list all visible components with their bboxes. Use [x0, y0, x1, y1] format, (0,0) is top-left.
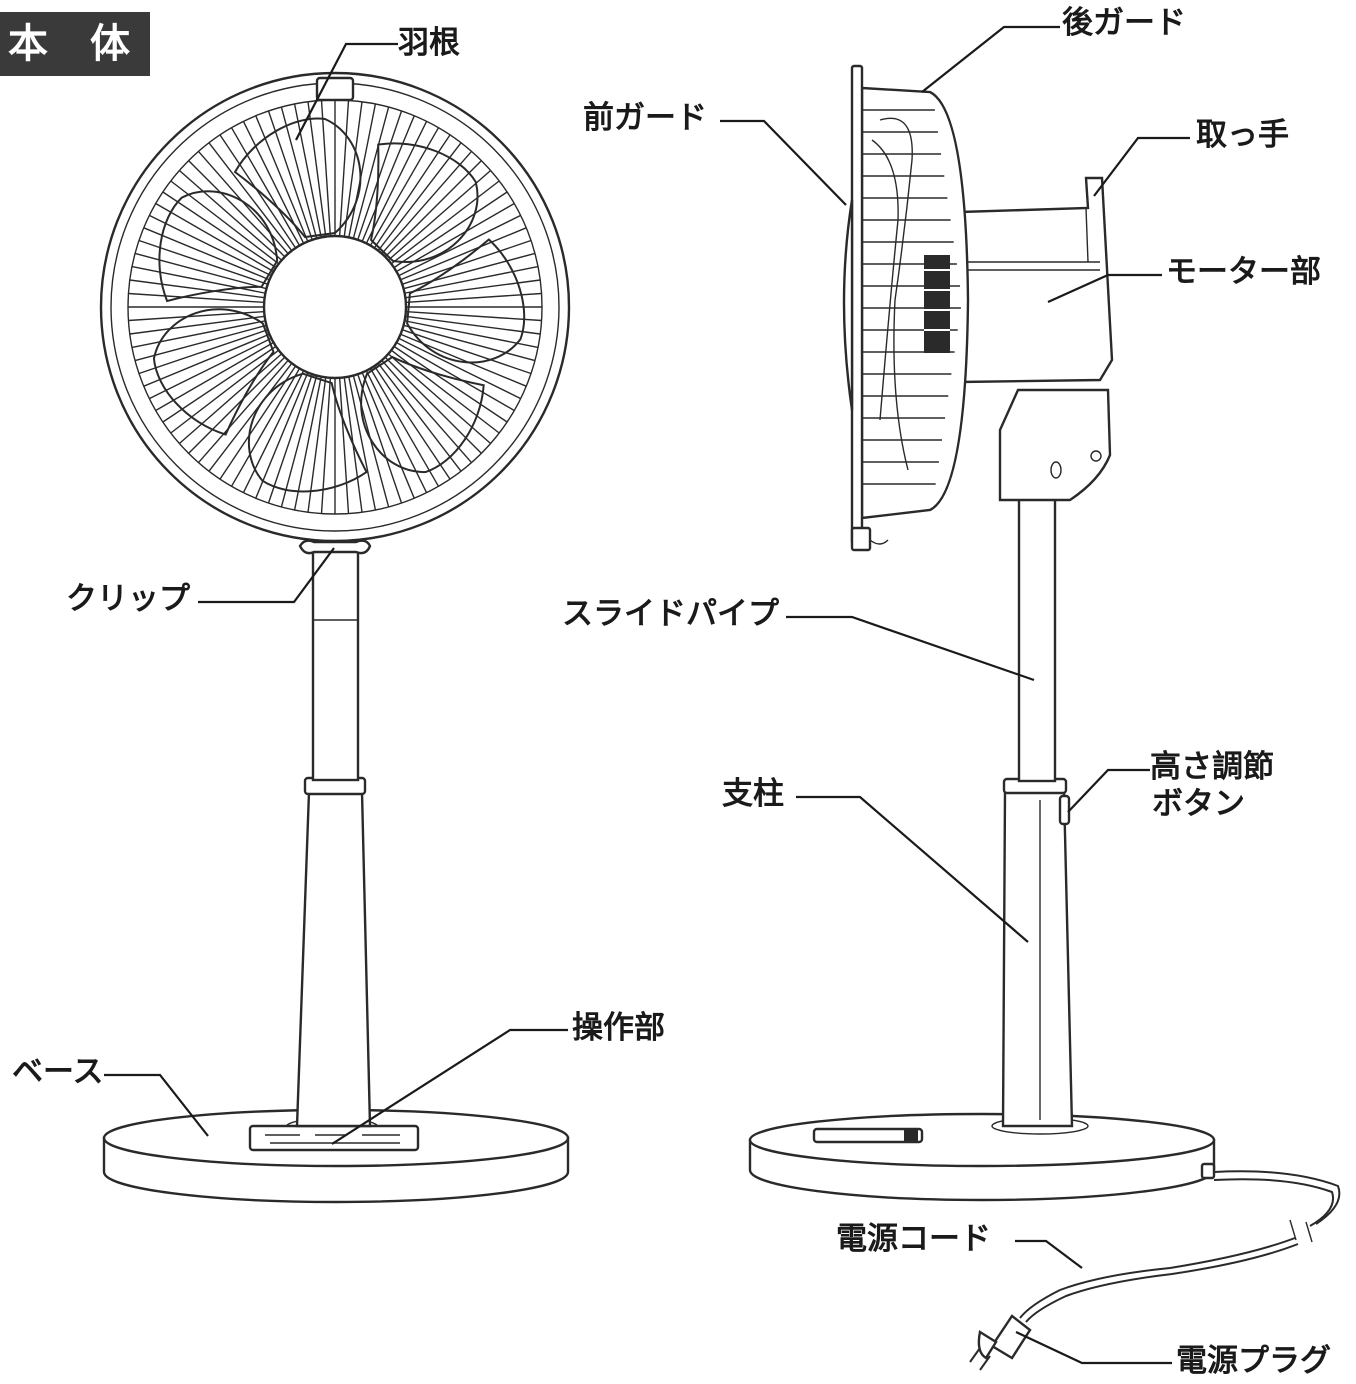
- label-slide-pipe: スライドパイプ: [562, 596, 779, 632]
- label-rear-guard: 後ガード: [1062, 5, 1186, 41]
- label-height-button-line2: ボタン: [1152, 786, 1245, 822]
- power-cord: [1019, 1170, 1341, 1323]
- front-clip: [298, 539, 372, 555]
- side-front-guard: [842, 64, 889, 552]
- label-power-plug: 電源プラグ: [1176, 1343, 1331, 1379]
- side-base: [748, 1112, 1216, 1202]
- label-front-guard: 前ガード: [583, 100, 707, 136]
- side-pole: [1001, 496, 1074, 1128]
- section-header: 本 体: [0, 12, 150, 76]
- fan-blades: [152, 117, 526, 493]
- side-motor: [958, 176, 1114, 384]
- label-pole: 支柱: [722, 776, 784, 812]
- front-base: [102, 1108, 570, 1204]
- power-plug: [969, 1314, 1032, 1371]
- section-header-char2: 体: [90, 21, 132, 67]
- label-base: ベース: [12, 1054, 104, 1090]
- side-view-fan: [748, 64, 1341, 1371]
- front-guard: [99, 71, 571, 543]
- section-header-char1: 本: [8, 21, 50, 67]
- side-neck: [998, 388, 1112, 502]
- side-rear-guard: [860, 86, 970, 520]
- front-view-fan: [99, 71, 571, 1204]
- label-height-button-line1: 高さ調節: [1150, 749, 1274, 785]
- height-adjust-button: [1058, 794, 1071, 826]
- front-pole: [295, 546, 372, 1128]
- label-control-panel: 操作部: [572, 1010, 665, 1046]
- leader-lines: [104, 25, 1190, 1365]
- label-blade: 羽根: [398, 25, 460, 61]
- label-power-cord: 電源コード: [836, 1221, 991, 1257]
- label-handle: 取っ手: [1196, 117, 1289, 153]
- label-clip: クリップ: [66, 581, 190, 617]
- label-motor: モーター部: [1166, 254, 1321, 290]
